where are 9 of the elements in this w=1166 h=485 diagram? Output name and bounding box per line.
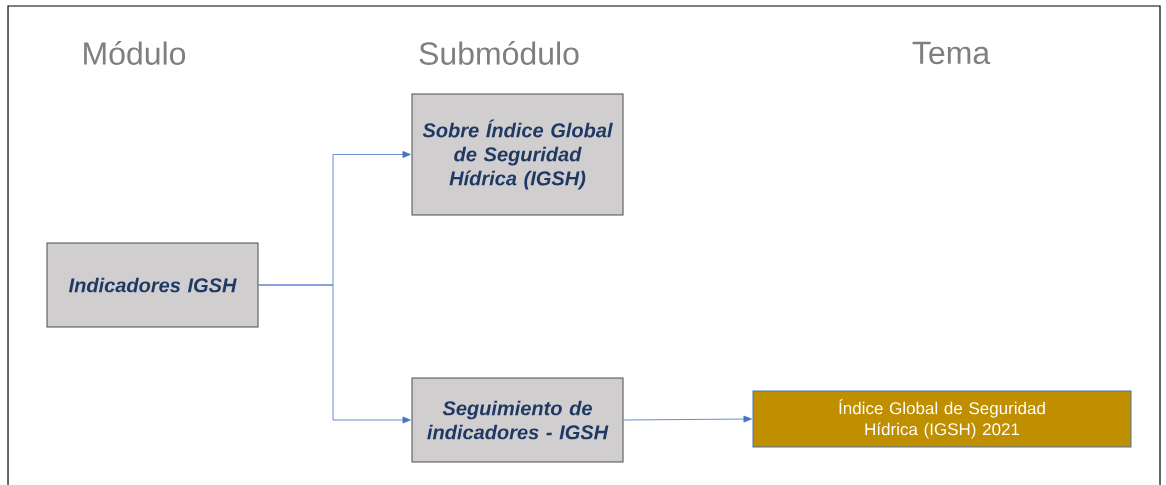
column-heading: Tema: [912, 41, 991, 65]
arrow: [623, 415, 752, 423]
topic-box: Índice Global de Seguridad Hídrica (IGSH) 2021: [752, 390, 1132, 448]
arrow: [258, 284, 411, 424]
column-heading: Submódulo: [419, 41, 579, 65]
module-box: Seguimiento de indicadores - IGSH: [411, 377, 624, 463]
module-box: Sobre Índice Global de Seguridad Hídrica (IGSH): [411, 93, 624, 216]
module-box: Indicadores IGSH: [46, 242, 259, 328]
column-heading: Módulo: [84, 41, 186, 65]
